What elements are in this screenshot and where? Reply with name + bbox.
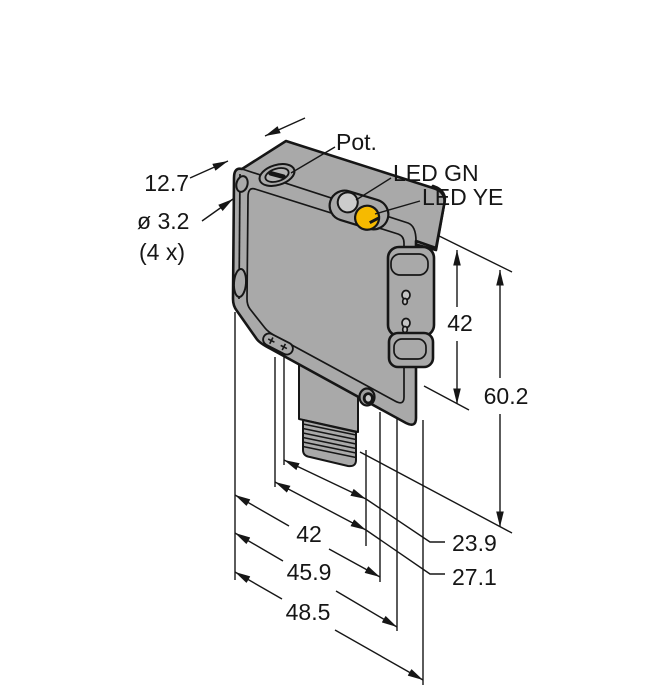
dim-42-bottom-label: 42 — [296, 521, 322, 547]
dim-42b-line-left — [234, 494, 290, 527]
led-gn-leader — [355, 177, 392, 201]
hole-count-label: (4 x) — [139, 239, 185, 265]
dim-12-7-label: 12.7 — [144, 170, 189, 196]
screw-slot-icon — [268, 170, 286, 180]
dim-12-7-arrow-b — [264, 117, 306, 137]
dim-42b-line-right — [328, 548, 381, 578]
plus-marks-icon — [267, 337, 288, 351]
keyhole-slot-2 — [401, 317, 411, 334]
led-ye-leader — [374, 200, 421, 215]
dim-60-2-label: 60.2 — [484, 383, 529, 409]
dim-12-7-arrow-a — [189, 160, 229, 179]
dim-48-5-label: 48.5 — [286, 599, 331, 625]
mounting-hole-top — [235, 175, 249, 193]
led-green-icon — [336, 191, 359, 214]
m12-connector — [298, 356, 359, 468]
dim-27-1-label: 27.1 — [452, 564, 497, 590]
hole-leader-arrow — [201, 198, 234, 222]
bracket-foot-slot — [393, 338, 427, 360]
sensor-body — [231, 139, 447, 426]
bracket-top-slot — [390, 253, 429, 276]
adjust-marks-pill — [262, 332, 294, 356]
dim-45-9-label: 45.9 — [287, 559, 332, 585]
pot-leader — [290, 146, 336, 174]
dim-23-9-leader — [365, 498, 445, 543]
dim-23-9-label: 23.9 — [452, 530, 497, 556]
keyhole-slot-1 — [401, 289, 411, 306]
pot-label: Pot. — [336, 129, 377, 155]
led-ye-label: LED YE — [422, 184, 503, 210]
dim-27-1-leader — [365, 529, 445, 575]
labels: 12.7 ø 3.2 (4 x) Pot. LED GN LED YE 42 6… — [137, 129, 528, 625]
dim-48-5-line-right — [334, 629, 424, 681]
dim-42-label: 42 — [447, 310, 473, 336]
led-gn-label: LED GN — [393, 160, 479, 186]
dim-45-9-line-left — [234, 532, 284, 562]
dim-45-9-line-right — [335, 590, 398, 628]
connector-thread-ridges — [302, 423, 357, 459]
lens-bracket — [386, 245, 436, 369]
dim-27-1-line — [274, 481, 367, 531]
top-face-edge — [241, 168, 417, 242]
mounting-hole-slot — [232, 268, 248, 298]
dimension-lines — [189, 117, 504, 681]
led-yellow-icon — [354, 204, 381, 231]
dim-48-5-line-left — [234, 571, 283, 600]
mounting-hole-corner — [358, 387, 376, 407]
potentiometer-screw — [258, 163, 296, 187]
hole-diameter-label: ø 3.2 — [137, 208, 189, 234]
